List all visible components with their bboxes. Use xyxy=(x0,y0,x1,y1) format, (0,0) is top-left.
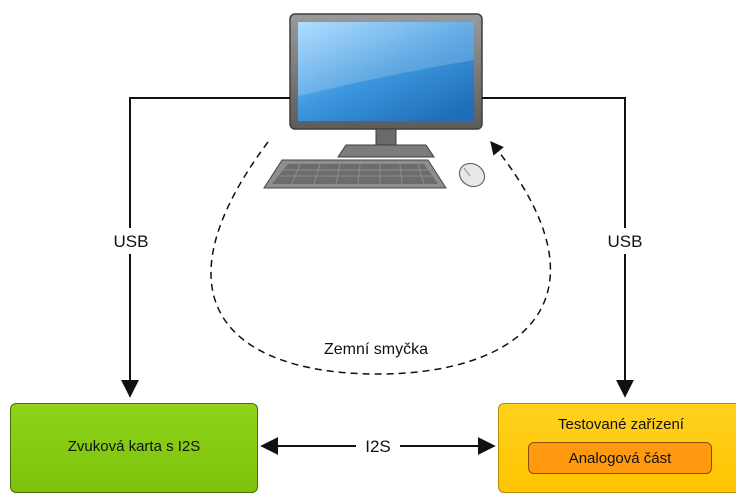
ground-loop-edge: Zemní smyčka xyxy=(210,140,552,375)
analog-part-label: Analogová část xyxy=(568,449,672,467)
sound-card-label: Zvuková karta s I2S xyxy=(67,437,201,455)
i2s-edge: I2S xyxy=(260,434,496,458)
usb-left-label: USB xyxy=(114,232,149,251)
diagram-canvas: USB USB Zemní smyčka I2S xyxy=(106,13,650,458)
desktop-computer-icon xyxy=(263,13,486,189)
tested-device-label: Testované zařízení xyxy=(558,415,684,433)
ground-loop-label: Zemní smyčka xyxy=(324,341,428,358)
i2s-label: I2S xyxy=(365,437,391,456)
sound-card-node xyxy=(10,403,258,493)
analog-part-node xyxy=(528,442,712,474)
usb-right-label: USB xyxy=(608,232,643,251)
usb-left-edge: USB xyxy=(106,97,290,398)
usb-right-edge: USB xyxy=(482,97,650,398)
